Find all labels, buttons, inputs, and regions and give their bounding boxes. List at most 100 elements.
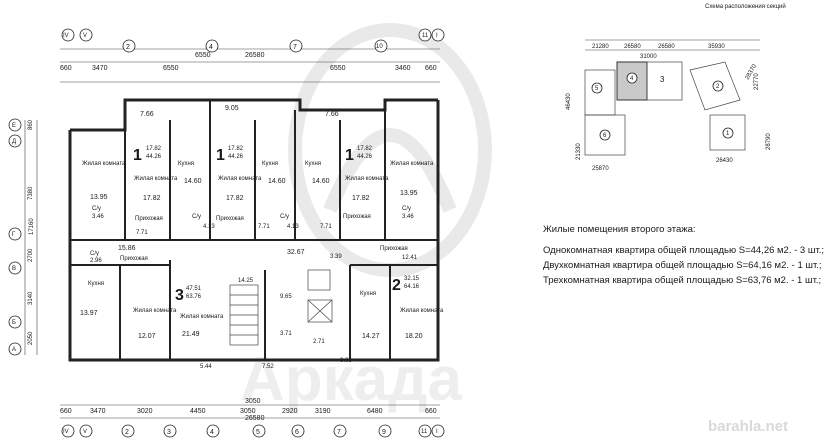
axis-top-1: V xyxy=(83,33,87,39)
area-7-71-b: 7.71 xyxy=(258,224,270,230)
dim-top-1: 3470 xyxy=(92,65,108,72)
area-21-49: 21.49 xyxy=(182,331,200,338)
dim-bottom-extra: 3050 xyxy=(245,398,261,405)
area-17-82-c: 17.82 xyxy=(352,195,370,202)
area-13-97: 13.97 xyxy=(80,310,98,317)
label-living-6: Жилая комната xyxy=(133,308,177,314)
area-14-60-a: 14.60 xyxy=(184,178,202,185)
inset-dim-0: 21280 xyxy=(592,44,609,50)
dim-top-3: 6550 xyxy=(330,65,346,72)
inset-dim-11: 21330 xyxy=(576,143,582,160)
axis-bottom-3: 3 xyxy=(167,429,171,436)
dim-bottom-5: 2920 xyxy=(282,408,298,415)
dim-bottom-1: 3470 xyxy=(90,408,106,415)
section-scheme-inset: Схема расположения секций 21280 26580 26… xyxy=(566,3,786,172)
dim-bottom-3: 4450 xyxy=(190,408,206,415)
axis-bottom-7: 7 xyxy=(337,429,341,436)
area-17-82-a: 17.82 xyxy=(143,195,161,202)
label-kitchen-3: Кухня xyxy=(305,161,321,167)
axis-top-7: I xyxy=(436,33,438,39)
dim-left-overall: 17160 xyxy=(29,218,35,235)
dim-top-4: 3460 xyxy=(395,65,411,72)
legend-heading: Жилые помещения второго этажа: xyxy=(543,224,696,235)
dim-bottom-overall: 26580 xyxy=(245,415,265,422)
axis-top-4: 7 xyxy=(293,44,297,51)
axis-bottom-0: IV xyxy=(63,429,69,435)
area-7-71-a: 7.71 xyxy=(136,230,148,236)
axis-left-0: Е xyxy=(12,123,16,129)
inset-dim-6: 46430 xyxy=(566,93,572,110)
area-13-95-b: 13.95 xyxy=(400,190,418,197)
label-living-8: Жилая комната xyxy=(400,308,444,314)
axis-bottom-1: V xyxy=(83,429,87,435)
area-4-13-b: 4.13 xyxy=(287,224,299,230)
label-living-5: Жилая комната xyxy=(390,161,434,167)
label-hall-2: Прихожая xyxy=(216,216,244,222)
label-bath-4: С/у xyxy=(402,206,411,212)
building-walls xyxy=(68,98,440,362)
area-2-96: 2.96 xyxy=(90,258,102,264)
area-3-71: 3.71 xyxy=(280,331,292,337)
top-axes: IV V 2 4 7 10 11 I 26580 6550 660 3470 6… xyxy=(60,28,445,83)
area-32-67: 32.67 xyxy=(287,249,305,256)
axis-bottom-10: I xyxy=(436,429,438,435)
inset-dim-2: 26580 xyxy=(658,44,675,50)
axis-left-3: В xyxy=(12,266,16,272)
area-9-05-bottom: 9.05 xyxy=(340,358,352,364)
axis-left-2: Г xyxy=(12,232,16,238)
apt-2-total: 44.26 xyxy=(228,154,244,160)
label-bath-1: С/у xyxy=(92,206,101,212)
apt-3-total: 44.26 xyxy=(357,154,373,160)
axis-top-0: IV xyxy=(63,33,69,39)
dim-top-overall: 26580 xyxy=(245,52,265,59)
area-12-41: 12.41 xyxy=(402,255,418,261)
label-living-7: Жилая комната xyxy=(180,314,224,320)
dim-bottom-2: 3020 xyxy=(137,408,153,415)
axis-top-6: 11 xyxy=(422,33,429,39)
dim-top-inner: 6550 xyxy=(195,52,211,59)
area-14-25: 14.25 xyxy=(238,278,254,284)
dim-bottom-6: 3190 xyxy=(315,408,331,415)
label-hall-1: Прихожая xyxy=(135,216,163,222)
left-axes: Е Д Г В Б А 17160 860 7380 2700 3140 205… xyxy=(8,118,38,356)
dim-top-2: 6550 xyxy=(163,65,179,72)
inset-section-3: 3 xyxy=(660,75,665,84)
axis-top-5: 10 xyxy=(376,44,383,50)
dim-left-2: 2700 xyxy=(28,248,34,262)
legend-line-3: Трехкомнатная квартира общей площадью S=… xyxy=(543,275,822,286)
area-7-52: 7.52 xyxy=(262,364,274,370)
area-18-20: 18.20 xyxy=(405,333,423,340)
area-14-27: 14.27 xyxy=(362,333,380,340)
label-living-1: Жилая комната xyxy=(82,161,126,167)
area-9-05-top: 9.05 xyxy=(225,105,239,112)
label-hall-4: Прихожая xyxy=(120,256,148,262)
area-14-60-b: 14.60 xyxy=(268,178,286,185)
label-kitchen-2: Кухня xyxy=(262,161,278,167)
apt-5-rooms: 2 xyxy=(392,277,401,294)
inset-section-5: 5 xyxy=(595,86,599,92)
inset-dim-9: 22770 xyxy=(754,73,760,90)
apt-3-living: 17.82 xyxy=(357,146,373,152)
area-7-66-a: 7.66 xyxy=(140,111,154,118)
inset-dim-8: 26430 xyxy=(716,158,733,164)
label-kitchen-1: Кухня xyxy=(178,161,194,167)
inset-section-4: 4 xyxy=(630,76,634,82)
axis-bottom-9: 11 xyxy=(421,429,428,435)
dim-top-5: 660 xyxy=(425,65,437,72)
inset-dim-3: 35930 xyxy=(708,44,725,50)
area-2-71: 2.71 xyxy=(313,339,325,345)
label-living-2: Жилая комната xyxy=(134,176,178,182)
apt-1-rooms: 1 xyxy=(133,147,142,164)
area-15-86: 15.86 xyxy=(118,245,136,252)
apt-1-living: 17.82 xyxy=(146,146,162,152)
apt-2-living: 17.82 xyxy=(228,146,244,152)
inset-dim-10: 28790 xyxy=(766,133,772,150)
floor-plan-drawing: Аркада IV V 2 4 7 10 11 I 26580 6550 660… xyxy=(8,3,786,438)
area-4-13-a: 4.13 xyxy=(203,224,215,230)
watermark-text: Аркада xyxy=(240,345,463,414)
site-watermark: barahla.net xyxy=(707,418,788,435)
dim-left-1: 7380 xyxy=(28,186,34,200)
area-12-07: 12.07 xyxy=(138,333,156,340)
axis-left-4: Б xyxy=(12,320,16,326)
axis-bottom-2: 2 xyxy=(125,429,129,436)
